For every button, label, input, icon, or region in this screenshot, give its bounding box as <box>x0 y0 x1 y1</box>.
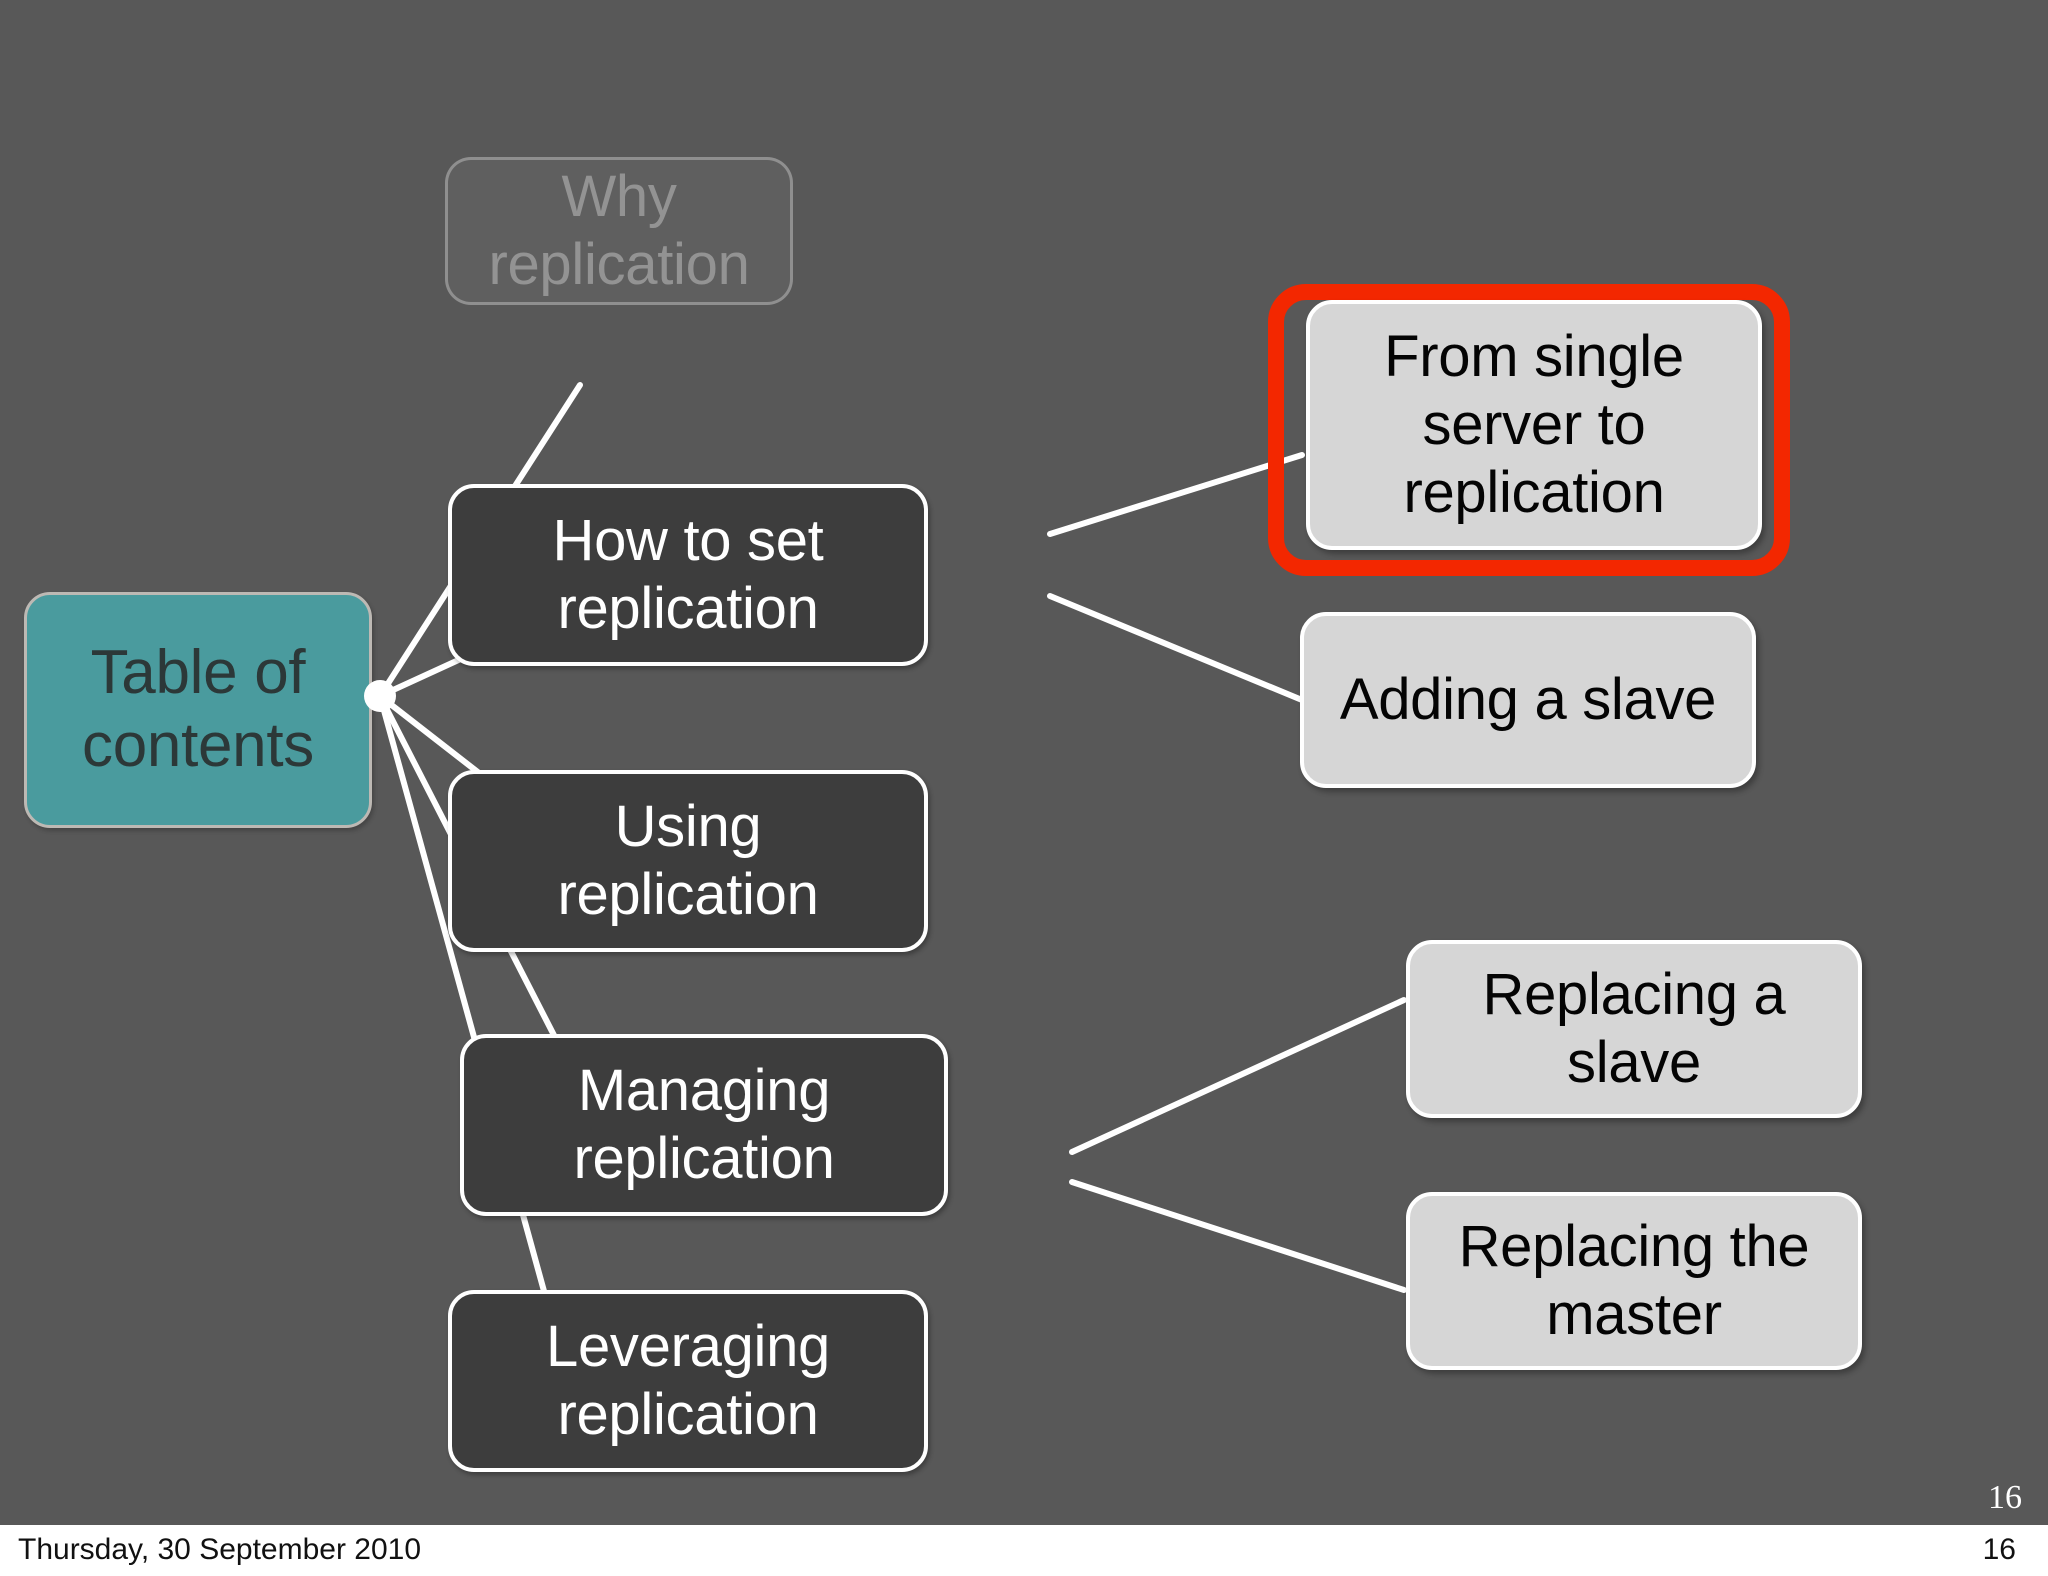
mindmap-branch-node-how-to-set-replication[interactable]: How to set replication <box>448 484 928 666</box>
mindmap-root-node-table-of-contents[interactable]: Table of contents <box>24 592 372 828</box>
mindmap-leaf-node-replacing-a-slave[interactable]: Replacing a slave <box>1406 940 1862 1118</box>
footer-date: Thursday, 30 September 2010 <box>18 1533 422 1566</box>
connector-managing-to-replacing-a-slave <box>1069 997 1407 1155</box>
footer-bar: Thursday, 30 September 2010 16 <box>0 1525 2048 1576</box>
mindmap-branch-node-why-replication[interactable]: Why replication <box>445 157 793 305</box>
mindmap-branch-node-using-replication[interactable]: Using replication <box>448 770 928 952</box>
mindmap-branch-node-leveraging-replication[interactable]: Leveraging replication <box>448 1290 928 1472</box>
mindmap-branch-node-managing-replication[interactable]: Managing replication <box>460 1034 948 1216</box>
mindmap-leaf-node-from-single-server-to-replication[interactable]: From single server to replication <box>1306 300 1762 550</box>
footer-page-number: 16 <box>1982 1533 2016 1566</box>
connector-how-to-set-to-adding-a-slave <box>1047 593 1305 703</box>
mindmap-leaf-node-replacing-the-master[interactable]: Replacing the master <box>1406 1192 1862 1370</box>
slide-page-number: 16 <box>1988 1479 2022 1516</box>
mindmap-leaf-node-adding-a-slave[interactable]: Adding a slave <box>1300 612 1756 788</box>
connector-how-to-set-to-from-single-server <box>1047 452 1305 537</box>
connector-managing-to-replacing-the-master <box>1069 1179 1407 1293</box>
mindmap-hub-dot <box>364 680 396 712</box>
